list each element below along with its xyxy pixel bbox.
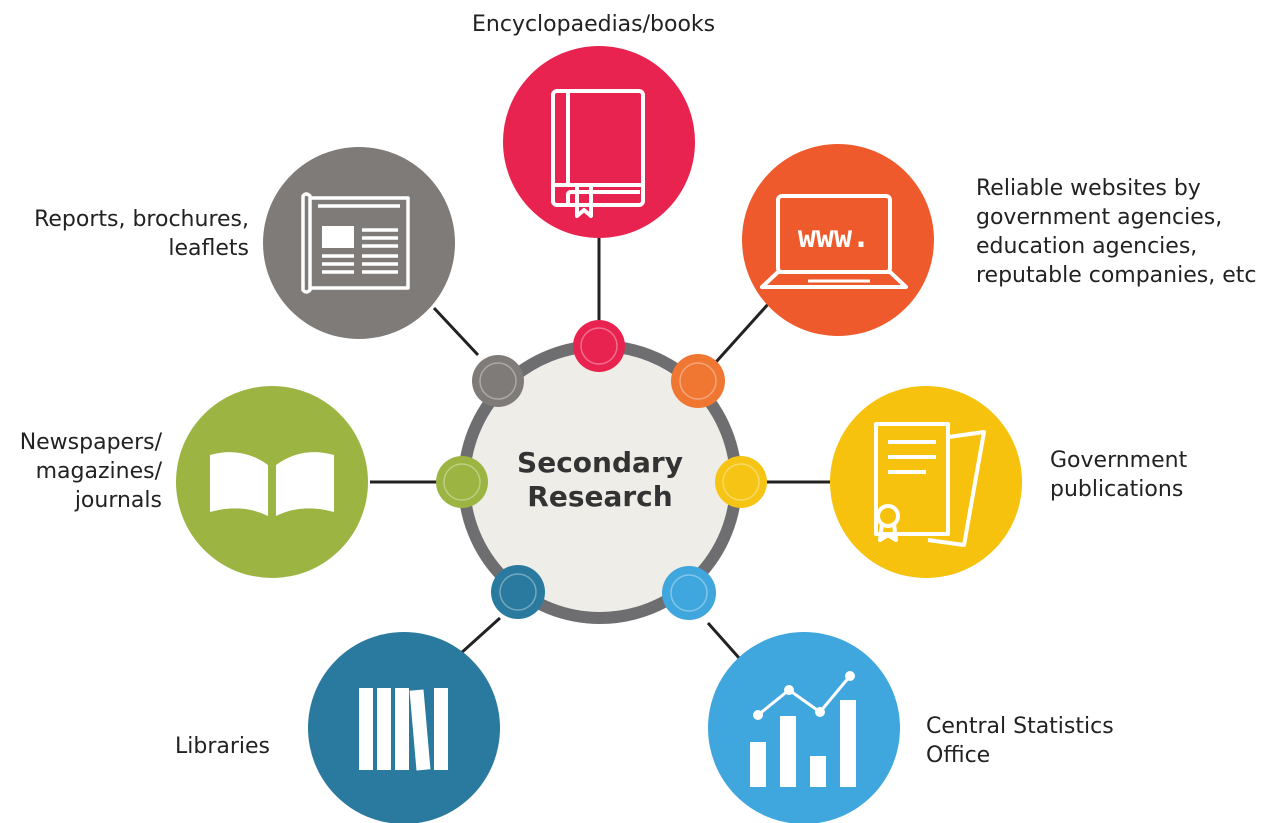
ring-dots <box>436 320 767 620</box>
label-government-line-1: Government <box>1050 448 1188 473</box>
node-encyclopaedias <box>503 46 695 238</box>
label-statistics-line-1: Central Statistics <box>926 714 1114 739</box>
ring-dot-reports <box>472 355 524 407</box>
label-encyclopaedias-line: Encyclopaedias/books <box>472 12 716 37</box>
center-title-line-1: Secondary <box>517 446 683 479</box>
label-newspapers: Newspapers/ magazines/ journals <box>20 428 162 515</box>
newspaper-icon <box>301 192 410 294</box>
label-statistics-line-2: Office <box>926 743 991 768</box>
label-reports-line-1: Reports, brochures, <box>34 207 249 232</box>
connector-reports <box>432 306 480 357</box>
label-newspapers-line-2: magazines/ <box>35 459 162 484</box>
ring-dot-newspapers <box>436 456 488 508</box>
node-government <box>830 386 1022 578</box>
ring-dot-statistics <box>662 566 716 620</box>
node-statistics <box>708 632 900 823</box>
label-websites-line-4: reputable companies, etc <box>976 263 1257 288</box>
node-newspapers <box>176 386 368 578</box>
ring-dot-encyclopaedias <box>573 320 625 372</box>
open-book-icon <box>210 452 334 516</box>
label-government: Government publications <box>1050 446 1187 504</box>
label-reports-line-2: leaflets <box>168 236 249 261</box>
label-statistics: Central Statistics Office <box>926 712 1114 770</box>
bar-chart-icon <box>750 671 856 787</box>
bookshelf-icon <box>359 688 448 771</box>
laptop-www-icon: www. <box>760 194 908 289</box>
label-encyclopaedias: Encyclopaedias/books <box>472 10 715 39</box>
certificate-documents-icon <box>874 422 986 547</box>
connector-websites <box>714 300 772 364</box>
ring-dot-government <box>715 456 767 508</box>
label-libraries: Libraries <box>175 732 270 761</box>
node-libraries <box>308 632 500 823</box>
ring-dot-libraries <box>491 565 545 619</box>
label-websites: Reliable websites by government agencies… <box>976 174 1256 290</box>
label-websites-line-3: education agencies, <box>976 234 1198 259</box>
label-libraries-line: Libraries <box>175 734 271 759</box>
www-text: www. <box>798 220 870 255</box>
node-websites: www. <box>742 144 934 336</box>
label-newspapers-line-1: Newspapers/ <box>19 430 162 455</box>
ring-dot-websites <box>671 354 725 408</box>
center-title-line-2: Research <box>527 480 673 513</box>
label-reports: Reports, brochures, leaflets <box>34 205 249 263</box>
label-newspapers-line-3: journals <box>74 488 162 513</box>
label-websites-line-1: Reliable websites by <box>976 176 1201 201</box>
book-icon <box>551 89 645 218</box>
label-websites-line-2: government agencies, <box>976 205 1223 230</box>
center-title: Secondary Research <box>470 446 730 514</box>
label-government-line-2: publications <box>1050 477 1184 502</box>
node-reports <box>263 147 455 339</box>
